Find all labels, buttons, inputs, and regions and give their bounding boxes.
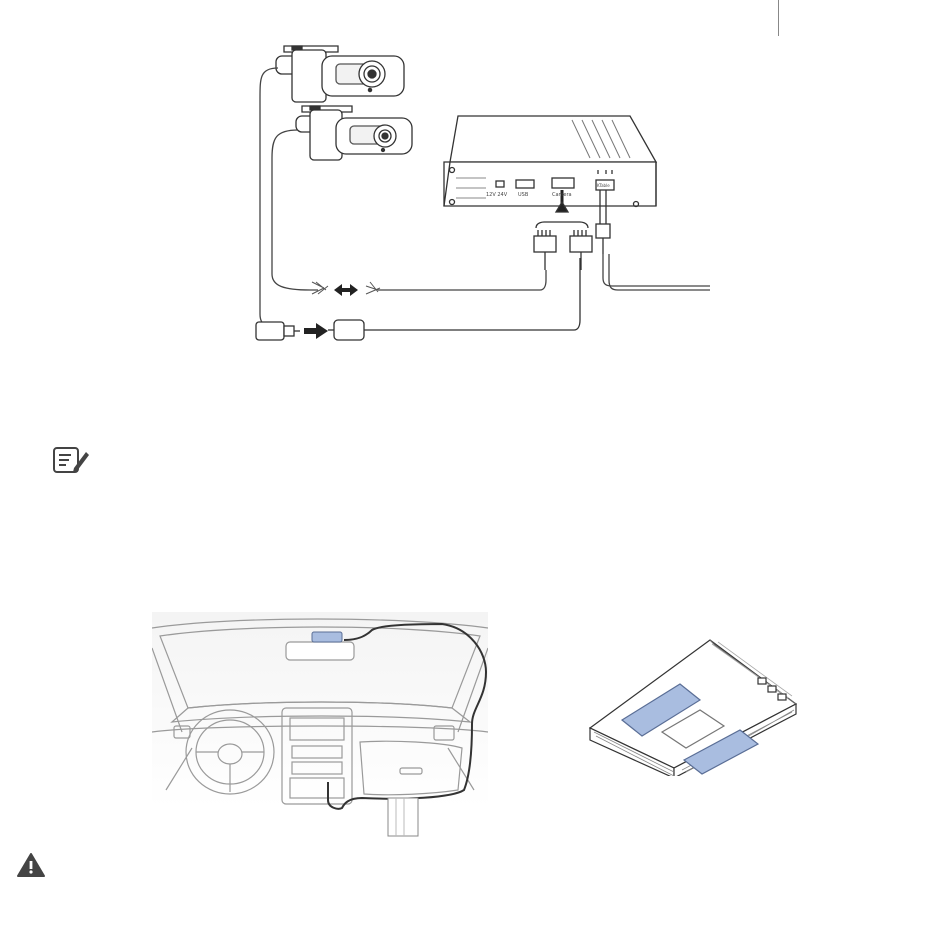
rear-dashcam <box>296 106 412 160</box>
right-port-label: KTable <box>597 183 610 188</box>
cigarette-plug <box>256 258 580 340</box>
front-dashcam <box>276 46 404 102</box>
page-top-rule <box>778 0 779 36</box>
warning-triangle-icon <box>16 852 46 878</box>
usb-label: USB <box>518 192 529 198</box>
switch-label: 12V 24V <box>486 192 508 198</box>
connector-plug-left <box>534 230 556 270</box>
car-interior-illustration <box>152 612 488 838</box>
port-label: Camera <box>552 192 572 198</box>
wiring-diagram: 12V 24V USB Camera KTable <box>240 38 710 358</box>
battery-tape-illustration <box>582 636 802 776</box>
note-pencil-icon <box>52 446 92 476</box>
battery-pack <box>444 116 710 290</box>
connector-plug-right <box>570 230 592 270</box>
